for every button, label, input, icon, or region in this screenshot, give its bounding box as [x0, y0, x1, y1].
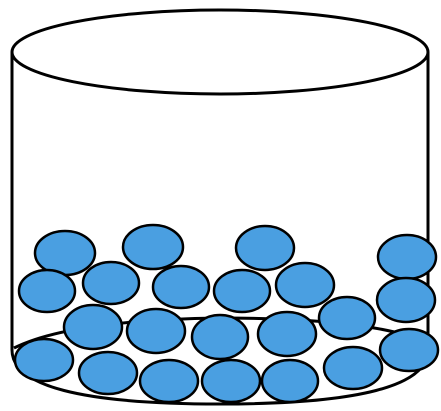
ball-20 [262, 360, 318, 402]
ball-7 [153, 266, 209, 308]
ball-4 [378, 235, 436, 279]
container-rim [12, 10, 428, 94]
ball-17 [79, 352, 137, 394]
ball-3 [236, 226, 294, 270]
ball-10 [377, 278, 435, 322]
ball-8 [214, 270, 270, 312]
ball-13 [192, 315, 248, 359]
ball-1 [35, 231, 95, 275]
ball-19 [202, 360, 260, 402]
ball-18 [140, 360, 198, 402]
ball-2 [123, 225, 183, 269]
ball-9 [276, 263, 334, 307]
ball-21 [324, 347, 382, 389]
ball-22 [380, 329, 438, 371]
container-top-rim [12, 10, 428, 94]
ball-11 [64, 305, 122, 349]
ball-6 [83, 262, 139, 304]
ball-16 [15, 339, 73, 381]
ball-12 [127, 309, 185, 353]
ball-5 [19, 270, 75, 312]
ball-15 [319, 297, 375, 339]
ball-14 [258, 312, 316, 356]
balls-group [15, 225, 438, 402]
